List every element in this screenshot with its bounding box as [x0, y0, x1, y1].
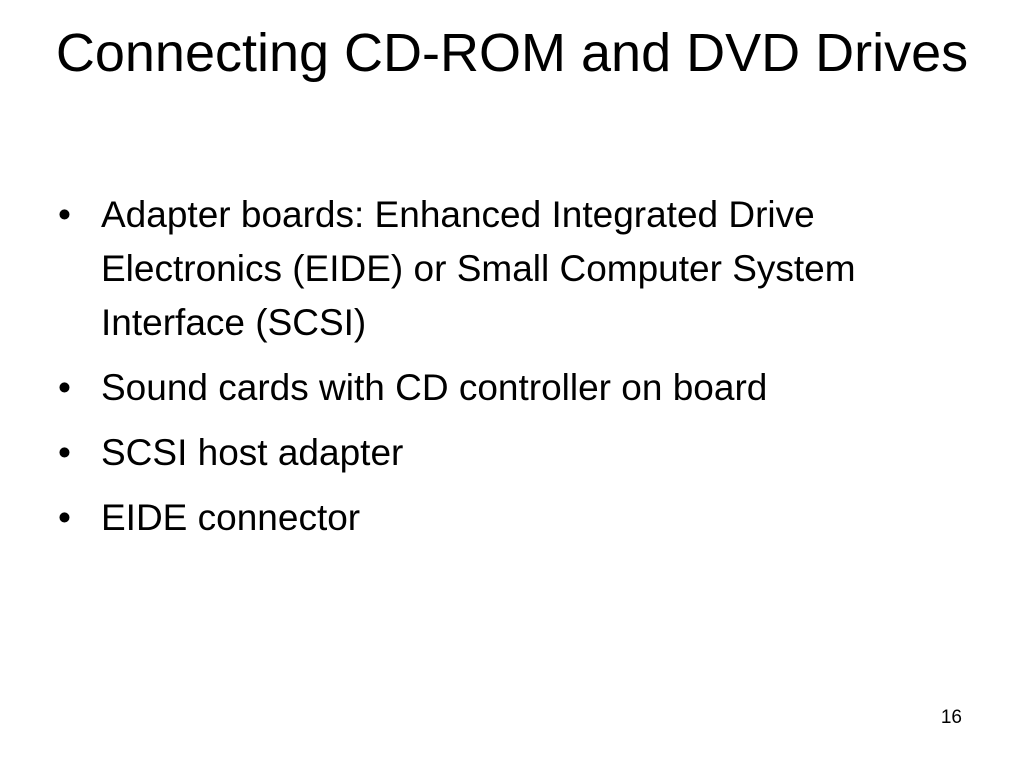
- list-item: • Adapter boards: Enhanced Integrated Dr…: [58, 188, 958, 350]
- list-item: • Sound cards with CD controller on boar…: [58, 361, 958, 415]
- bullet-text: Sound cards with CD controller on board: [101, 367, 768, 408]
- bullet-text: Adapter boards: Enhanced Integrated Driv…: [101, 194, 856, 343]
- bullet-icon: •: [58, 194, 71, 235]
- list-item: • SCSI host adapter: [58, 426, 958, 480]
- bullet-text: SCSI host adapter: [101, 432, 404, 473]
- bullet-list: • Adapter boards: Enhanced Integrated Dr…: [58, 188, 958, 556]
- list-item: • EIDE connector: [58, 491, 958, 545]
- bullet-icon: •: [58, 497, 71, 538]
- bullet-icon: •: [58, 432, 71, 473]
- bullet-icon: •: [58, 367, 71, 408]
- bullet-text: EIDE connector: [101, 497, 361, 538]
- slide-number: 16: [940, 707, 962, 728]
- slide-title: Connecting CD-ROM and DVD Drives: [55, 23, 969, 83]
